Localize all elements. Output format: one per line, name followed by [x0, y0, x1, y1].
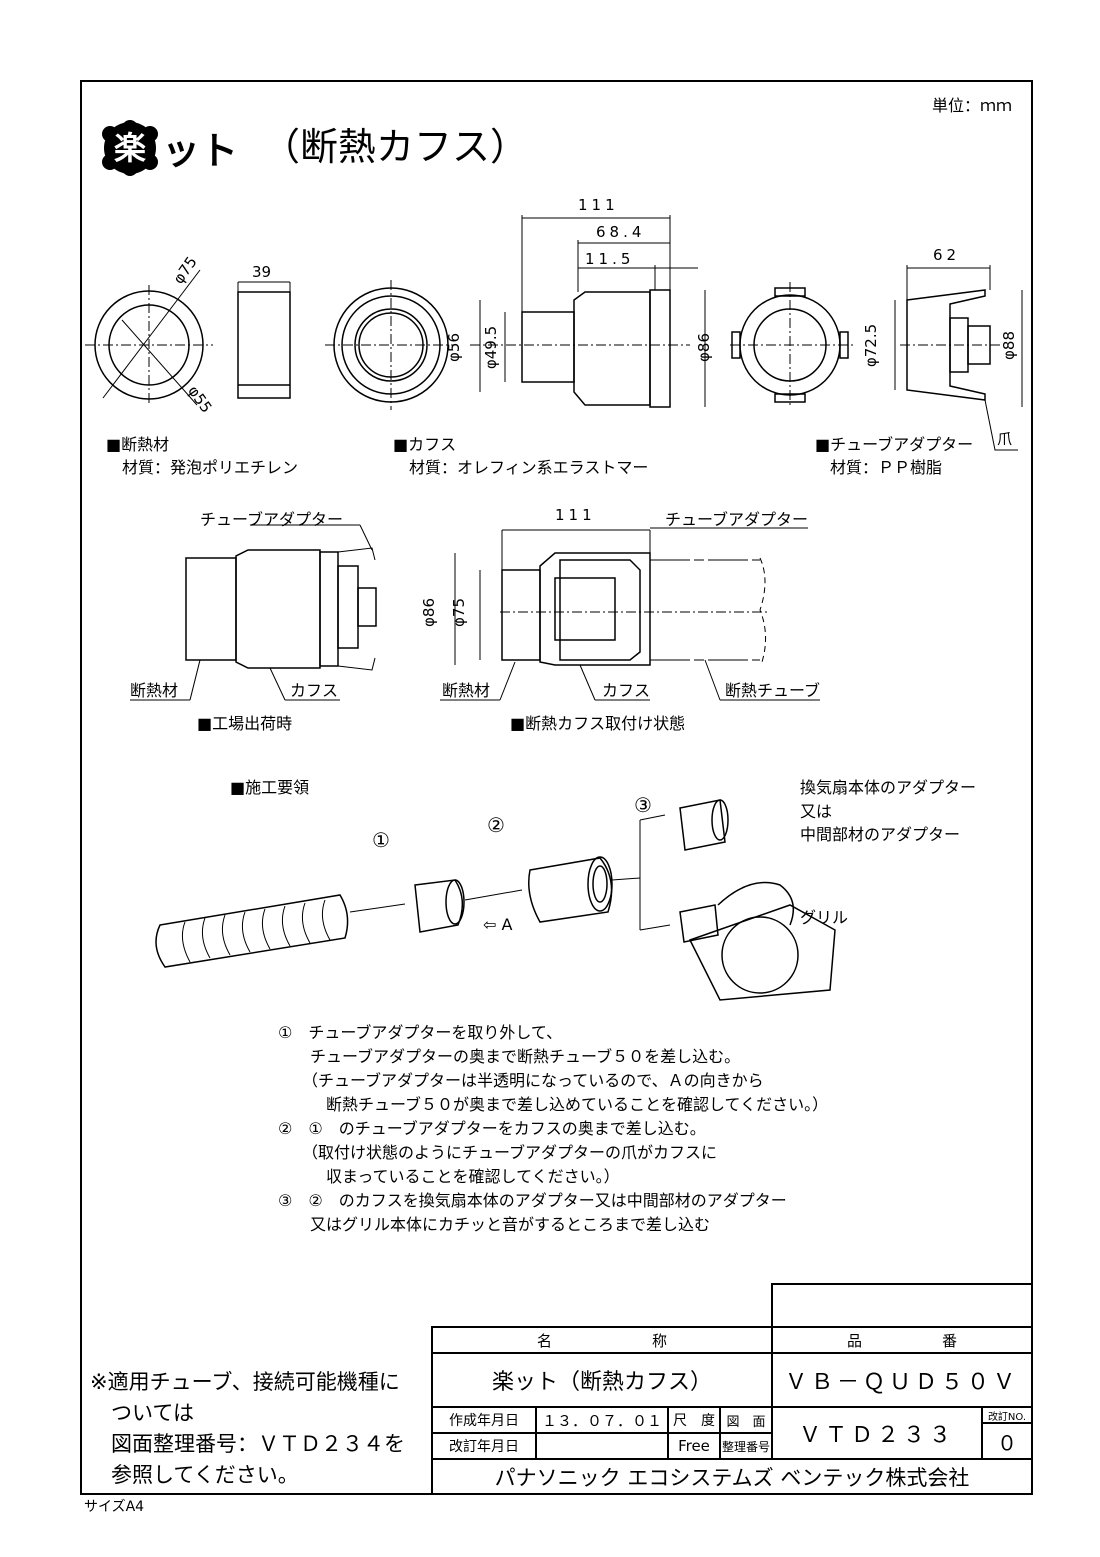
mounted-dim-d86: φ86	[419, 598, 438, 627]
drawing-number: ＶＴＤ２３３	[771, 1406, 983, 1460]
adapter-label: ■チューブアダプター	[815, 435, 974, 454]
paper-size: サイズA4	[84, 1499, 145, 1515]
created-label: 作成年月日	[431, 1406, 537, 1434]
fan-note-2: 又は	[800, 802, 833, 821]
cuffs-label: ■カフス	[393, 435, 457, 454]
factory-callout-adapter: チューブアダプター	[200, 510, 344, 529]
view-a-arrow: ⇦ A	[483, 915, 513, 934]
step-line: 断熱チューブ５０が奥まで差し込めていることを確認してください。）	[278, 1095, 829, 1114]
mounted-label: ■断熱カフス取付け状態	[510, 714, 686, 733]
factory-callout-cuffs: カフス	[290, 681, 339, 700]
dim-adapter-d725: φ72.5	[862, 323, 881, 368]
scale-value: Free	[667, 1432, 721, 1460]
adapter-material: 材質：ＰＰ樹脂	[830, 458, 943, 477]
note-line: ※適用チューブ、接続可能機種に	[90, 1370, 400, 1394]
step-line: ② ① のチューブアダプターをカフスの奥まで差し込む。	[278, 1119, 706, 1138]
factory-label: ■工場出荷時	[197, 714, 293, 733]
procedure-label: ■施工要領	[230, 778, 310, 797]
step-line: 又はグリル本体にカチッと音がするところまで差し込む	[278, 1215, 711, 1234]
logo-suffix: ット	[162, 129, 238, 173]
fan-note-3: 中間部材のアダプター	[800, 825, 961, 844]
part-number: ＶＢ－ＱＵＤ５０Ｖ	[771, 1352, 1033, 1408]
dim-cuffs-d56: φ56	[444, 333, 463, 362]
note-line: ついては	[90, 1401, 194, 1425]
insulator-material: 材質：発泡ポリエチレン	[122, 458, 299, 477]
step-line: ① チューブアダプターを取り外して、	[278, 1023, 563, 1042]
drawing-label: 図 面	[719, 1406, 773, 1434]
factory-callout-insulator: 断熱材	[130, 681, 179, 700]
rakutto-logo: 楽 ット	[100, 118, 260, 178]
note-line: 参照してください。	[90, 1463, 299, 1487]
dim-cuffs-d495: φ49.5	[482, 325, 501, 370]
proc-num-3: ③	[634, 793, 652, 817]
step-line: ③ ② のカフスを換気扇本体のアダプター又は中間部材のアダプター	[278, 1191, 787, 1210]
mounted-callout-cuffs: カフス	[602, 681, 651, 700]
drawing-label-2: 整理番号	[719, 1432, 773, 1460]
adapter-claw-label: 爪	[997, 430, 1013, 448]
revised-label: 改訂年月日	[431, 1432, 537, 1460]
grille-label: グリル	[800, 908, 849, 927]
dim-adapter-d88: φ88	[999, 331, 1018, 360]
mounted-callout-adapter: チューブアダプター	[665, 510, 809, 529]
insulator-label: ■断熱材	[106, 435, 170, 454]
dim-cuffs-d86: φ86	[694, 333, 713, 362]
unit-label: 単位：ｍｍ	[931, 96, 1012, 115]
step-line: 収まっていることを確認してください。）	[278, 1167, 620, 1186]
mounted-dim-length: 111	[555, 506, 596, 524]
dim-insulator-length: 39	[252, 263, 272, 281]
company-name: パナソニック エコシステムズ ベンテック株式会社	[431, 1458, 1033, 1495]
dim-cuffs-mid: 68.4	[596, 223, 646, 241]
mounted-dim-d75: φ75	[449, 598, 468, 627]
dim-cuffs-small: 11.5	[585, 250, 635, 268]
mounted-callout-tube: 断熱チューブ	[725, 681, 821, 700]
logo-char: 楽	[114, 129, 146, 167]
note-line: 図面整理番号：ＶＴＤ２３４を	[90, 1432, 405, 1456]
part-header: 品番	[771, 1326, 1033, 1354]
fan-note-1: 換気扇本体のアダプター	[800, 778, 977, 797]
mounted-callout-insulator: 断熱材	[442, 681, 491, 700]
step-line: （取付け状態のようにチューブアダプターの爪がカフスに	[278, 1143, 718, 1162]
step-line: （チューブアダプターは半透明になっているので、Ａの向きから	[278, 1071, 764, 1090]
revision-number: ０	[981, 1422, 1033, 1460]
page-subtitle: （断熱カフス）	[262, 125, 529, 169]
name-header: 名称	[431, 1326, 773, 1354]
created-date: １３．０７．０１	[535, 1406, 669, 1434]
scale-label: 尺 度	[667, 1406, 721, 1434]
dim-adapter-length: 62	[933, 246, 961, 264]
dim-cuffs-total: 111	[578, 196, 619, 214]
product-name: 楽ット（断熱カフス）	[431, 1352, 773, 1408]
proc-num-1: ①	[372, 828, 390, 852]
step-line: チューブアダプターの奥まで断熱チューブ５０を差し込む。	[278, 1047, 741, 1066]
cuffs-material: 材質：オレフィン系エラストマー	[409, 458, 649, 477]
revised-date	[535, 1432, 669, 1460]
proc-num-2: ②	[487, 813, 505, 837]
